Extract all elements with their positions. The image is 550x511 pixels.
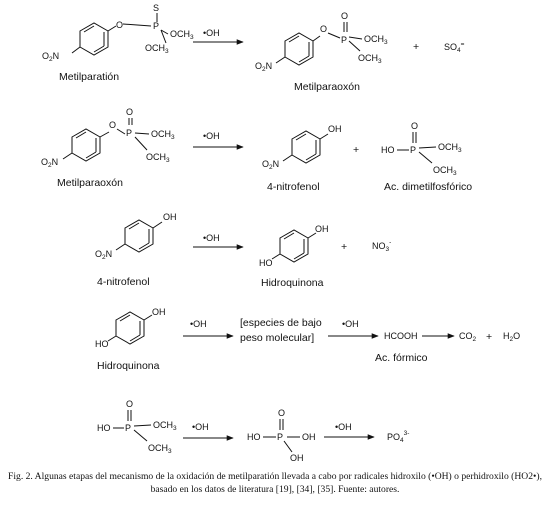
co2-formula: CO2 bbox=[459, 331, 477, 343]
atom-o: O bbox=[341, 11, 348, 21]
reactant-name-1: Metilparatión bbox=[59, 71, 119, 83]
ome-group-1: OCH3 bbox=[170, 29, 194, 41]
atom-oh: OH bbox=[315, 224, 329, 234]
ome-group-2: OCH3 bbox=[148, 443, 172, 455]
ome-group-1: OCH3 bbox=[153, 420, 177, 432]
reagent-2: •OH bbox=[203, 131, 220, 141]
reagent-5b: •OH bbox=[335, 422, 352, 432]
metilparaoxon-structure-reactant bbox=[62, 118, 150, 162]
atom-p: P bbox=[341, 35, 347, 45]
atom-ho: HO bbox=[381, 145, 395, 155]
atom-o: O bbox=[126, 107, 133, 117]
atom-oh: OH bbox=[302, 432, 316, 442]
atom-p: P bbox=[126, 128, 132, 138]
ome-group-2: OCH3 bbox=[433, 165, 457, 177]
product-name-2b: Ac. dimetilfosfórico bbox=[384, 181, 472, 193]
metilparation-structure bbox=[71, 13, 169, 56]
figure-caption: Fig. 2. Algunas etapas del mecanismo de … bbox=[8, 471, 542, 495]
atom-s: S bbox=[153, 3, 159, 13]
atom-o: O bbox=[126, 399, 133, 409]
atom-o: O bbox=[116, 20, 123, 30]
ome-group-2: OCH3 bbox=[358, 53, 382, 65]
reagent-5: •OH bbox=[192, 422, 209, 432]
atom-ho: HO bbox=[247, 432, 261, 442]
sulfate-formula: SO4= bbox=[444, 41, 465, 54]
atom-p: P bbox=[277, 432, 283, 442]
water-formula: H2O bbox=[503, 331, 520, 343]
phosphoric-acid-structure bbox=[263, 419, 300, 453]
atom-ho: HO bbox=[95, 339, 109, 349]
reagent-1: •OH bbox=[203, 28, 220, 38]
nitrofenol-structure-product bbox=[282, 130, 329, 164]
dimethylphosphoric-structure bbox=[397, 132, 437, 164]
no2-group: O2N bbox=[255, 61, 272, 73]
plus-sign: + bbox=[341, 241, 347, 253]
reagent-4: •OH bbox=[190, 319, 207, 329]
plus-sign: + bbox=[486, 331, 492, 343]
product-name-4: Ac. fórmico bbox=[375, 352, 428, 364]
reactant-name-3: 4-nitrofenol bbox=[97, 276, 150, 288]
ome-group-2: OCH3 bbox=[146, 152, 170, 164]
atom-p: P bbox=[125, 423, 131, 433]
reaction-scheme: O P S OCH3 OCH3 O2N Metilparatión •OH O … bbox=[41, 3, 520, 463]
ome-group-1: OCH3 bbox=[151, 129, 175, 141]
atom-oh: OH bbox=[290, 453, 304, 463]
atom-ho: HO bbox=[97, 423, 111, 433]
row-5: O HO P OCH3 OCH3 •OH O HO P OH OH •OH PO… bbox=[97, 399, 409, 463]
reactant-name-2: Metilparaoxón bbox=[57, 177, 123, 189]
intermediate-line-2: peso molecular] bbox=[240, 332, 314, 344]
formic-acid-formula: HCOOH bbox=[384, 331, 418, 341]
ome-group-2: OCH3 bbox=[145, 43, 169, 55]
metilparaoxon-structure-product bbox=[275, 22, 363, 66]
hydroquinone-structure-reactant bbox=[107, 311, 153, 345]
atom-oh: OH bbox=[152, 307, 166, 317]
row-4: OH HO Hidroquinona •OH [especies de bajo… bbox=[95, 307, 520, 372]
plus-sign: + bbox=[353, 144, 359, 156]
row-2: O P O OCH3 OCH3 O2N Metilparaoxón •OH OH… bbox=[41, 107, 472, 193]
dimethylphosphoric-structure-reactant bbox=[113, 410, 152, 442]
no2-group: O2N bbox=[41, 157, 58, 169]
product-name-3a: Hidroquinona bbox=[261, 277, 324, 289]
atom-ho: HO bbox=[259, 258, 273, 268]
product-name-1: Metilparaoxón bbox=[294, 81, 360, 93]
phosphate-formula: PO43- bbox=[387, 430, 409, 444]
ome-group-1: OCH3 bbox=[438, 142, 462, 154]
no2-group: O2N bbox=[95, 249, 112, 261]
ome-group-1: OCH3 bbox=[364, 34, 388, 46]
reactant-name-4: Hidroquinona bbox=[97, 360, 160, 372]
reagent-3: •OH bbox=[203, 233, 220, 243]
no2-group: O2N bbox=[262, 159, 279, 171]
no2-group: O2N bbox=[42, 51, 59, 63]
nitrate-formula: NO3- bbox=[372, 239, 391, 253]
reagent-4b: •OH bbox=[342, 319, 359, 329]
atom-o: O bbox=[109, 120, 116, 130]
atom-oh: OH bbox=[163, 212, 177, 222]
atom-p: P bbox=[410, 145, 416, 155]
atom-p: P bbox=[153, 21, 159, 31]
atom-o: O bbox=[411, 121, 418, 131]
atom-oh: OH bbox=[328, 124, 342, 134]
atom-o: O bbox=[278, 408, 285, 418]
hydroquinone-structure-product bbox=[271, 229, 317, 263]
nitrofenol-structure-reactant bbox=[115, 219, 163, 253]
plus-sign: + bbox=[413, 41, 419, 53]
row-3: OH O2N 4-nitrofenol •OH OH HO Hidroquino… bbox=[95, 212, 391, 289]
atom-o: O bbox=[320, 24, 327, 34]
product-name-2a: 4-nitrofenol bbox=[267, 181, 320, 193]
intermediate-line-1: [especies de bajo bbox=[240, 317, 322, 329]
row-1: O P S OCH3 OCH3 O2N Metilparatión •OH O … bbox=[42, 3, 465, 93]
